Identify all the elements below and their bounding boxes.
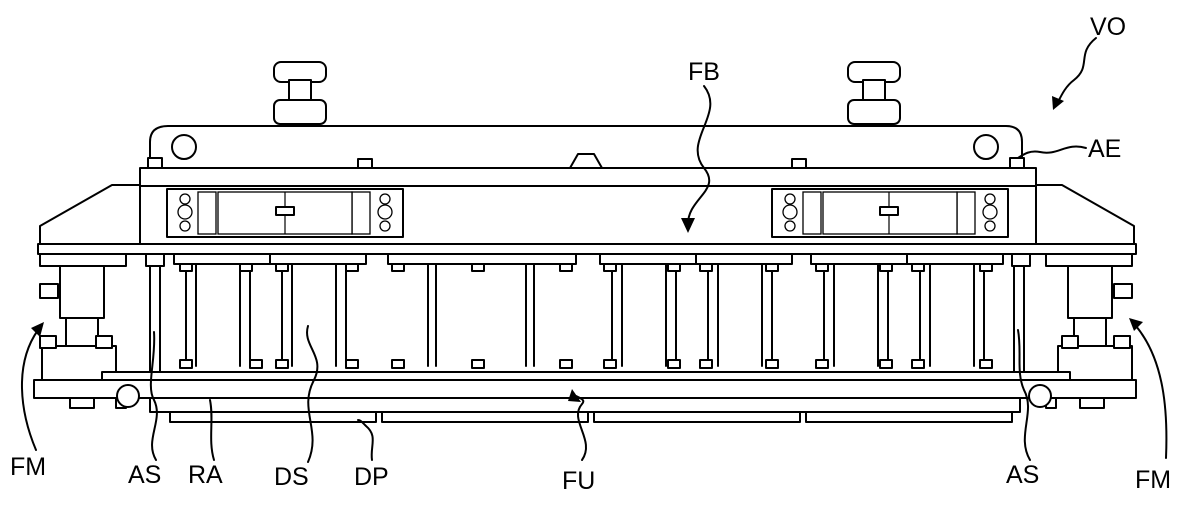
label-vo: VO bbox=[1090, 13, 1126, 41]
label-ds: DS bbox=[274, 463, 309, 491]
label-ae: AE bbox=[1088, 135, 1121, 163]
upper-plate bbox=[37, 243, 1137, 255]
base-hole-right bbox=[1028, 384, 1052, 408]
label-ra: RA bbox=[188, 461, 223, 489]
side-cover-left bbox=[39, 184, 141, 245]
base-plate bbox=[33, 379, 1137, 399]
label-dp: DP bbox=[354, 463, 389, 491]
latch-window-left bbox=[166, 188, 404, 238]
label-as-left: AS bbox=[128, 461, 161, 489]
eye-hole-left bbox=[171, 134, 197, 160]
top-plate bbox=[149, 125, 1023, 169]
lower-frame bbox=[33, 371, 1137, 423]
lifting-handle-right bbox=[847, 61, 901, 125]
eye-hole-right bbox=[973, 134, 999, 160]
lifting-handle-left bbox=[273, 61, 327, 125]
base-hole-left bbox=[116, 384, 140, 408]
pressure-plates bbox=[169, 411, 1013, 423]
spring-columns bbox=[145, 253, 1031, 373]
side-cover-right bbox=[1033, 184, 1135, 245]
label-fu: FU bbox=[562, 467, 595, 495]
leader-lines bbox=[21, 37, 1168, 463]
label-fm-left: FM bbox=[10, 453, 46, 481]
upper-frame bbox=[37, 61, 1137, 255]
label-as-right: AS bbox=[1006, 461, 1039, 489]
beam-top bbox=[139, 167, 1037, 187]
label-fm-right: FM bbox=[1135, 466, 1171, 494]
lower-plate bbox=[101, 371, 1071, 381]
reference-labels: VO FB AE FM AS RA DS DP FU AS FM bbox=[10, 13, 1171, 495]
latch-window-right bbox=[771, 188, 1009, 238]
label-fb: FB bbox=[688, 58, 720, 86]
